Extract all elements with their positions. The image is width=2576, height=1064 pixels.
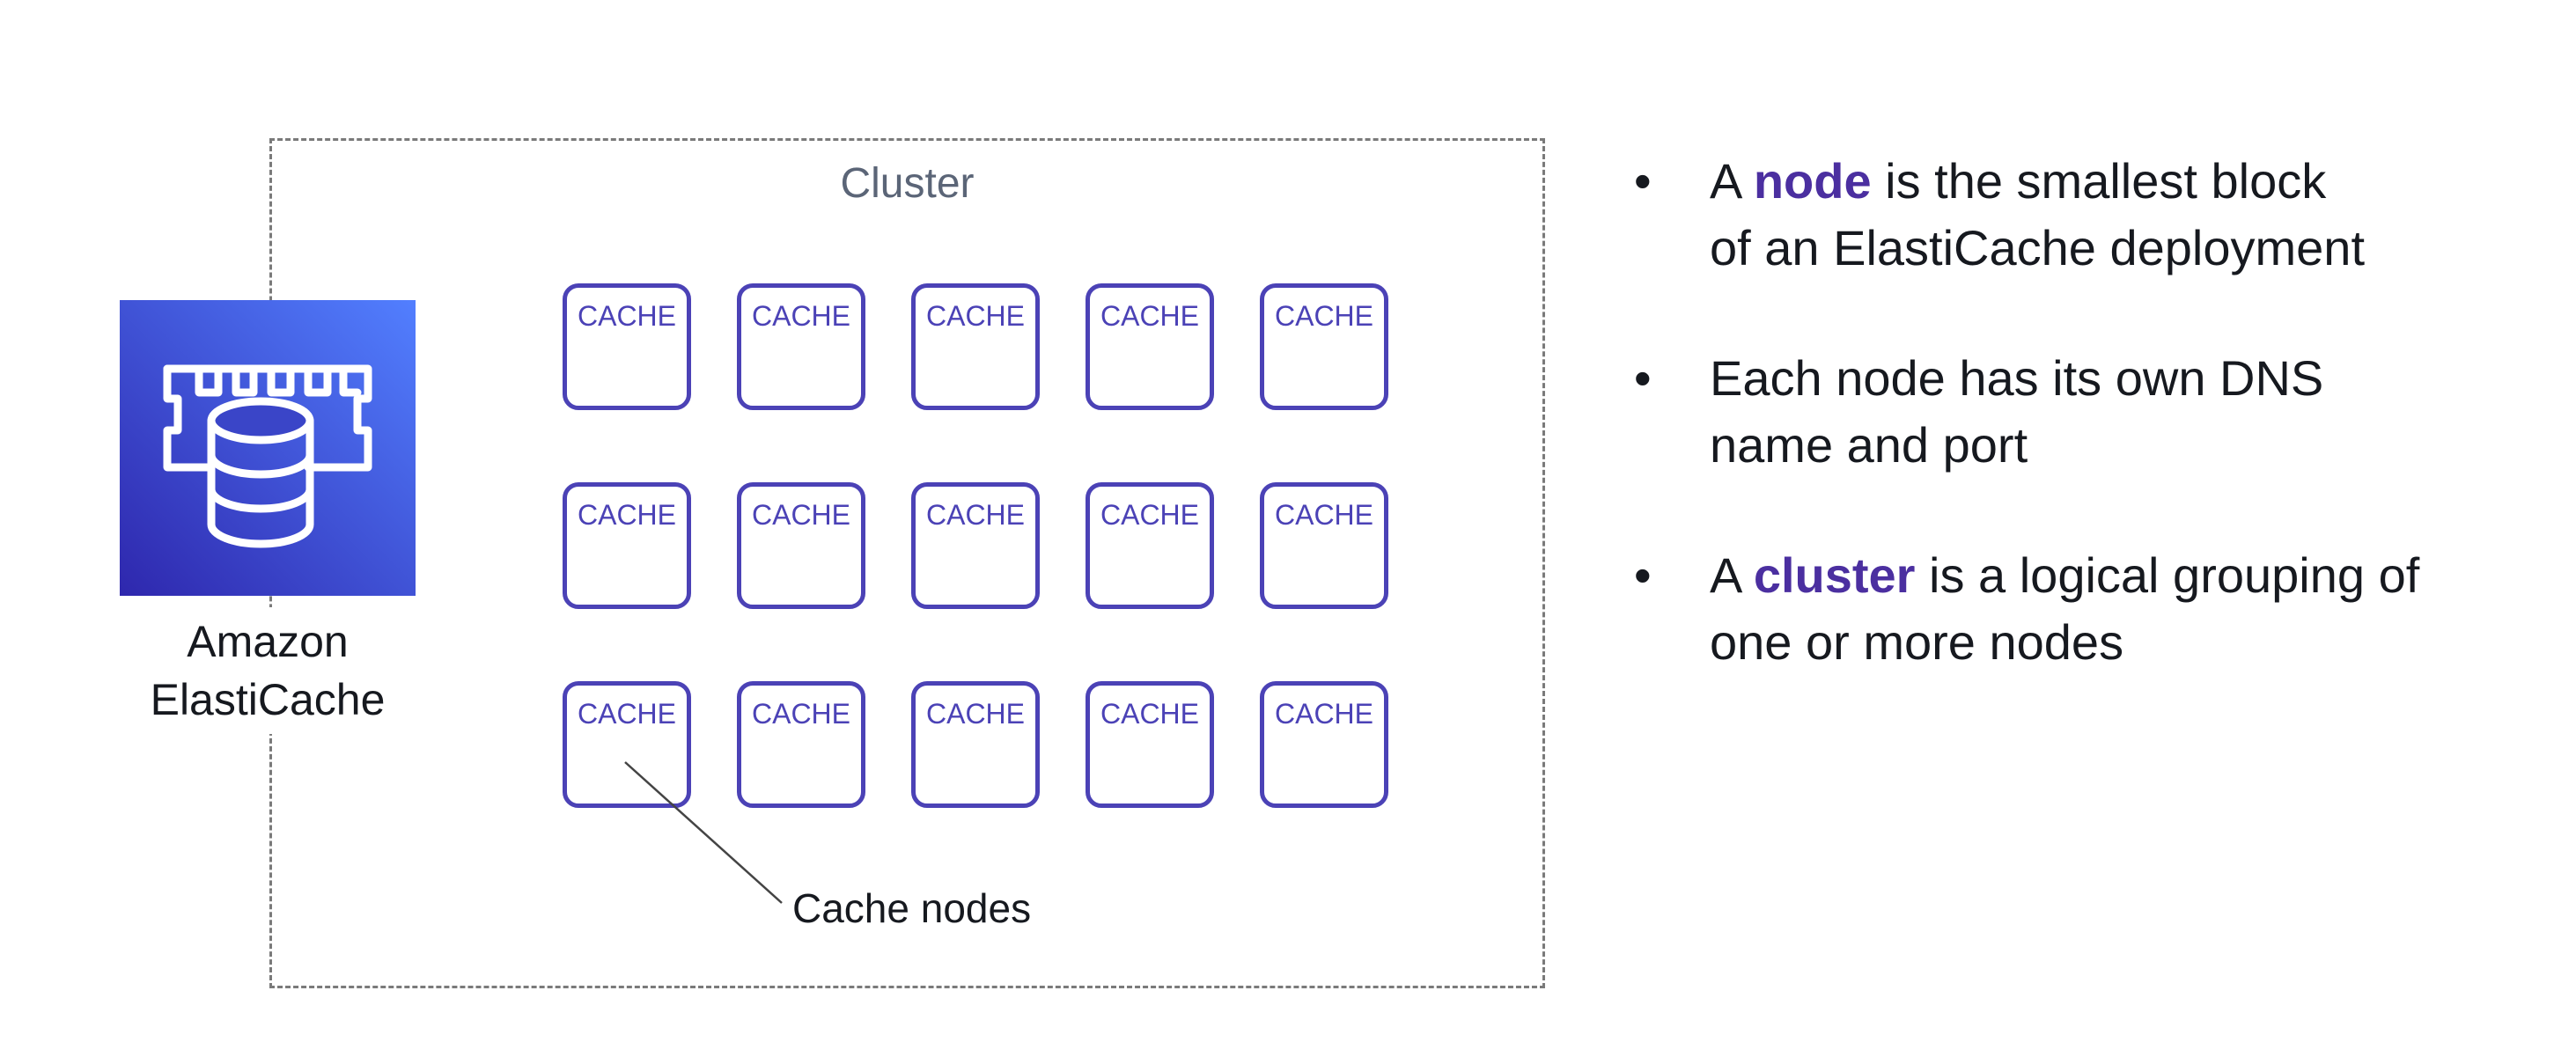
cache-node-label: CACHE xyxy=(751,499,850,531)
bullet-dns: • Each node has its own DNS name and por… xyxy=(1629,345,2562,479)
cluster-title: Cluster xyxy=(840,160,975,207)
cache-node: CACHE xyxy=(563,482,691,609)
bullet-line: one or more nodes xyxy=(1710,614,2124,670)
highlight-term-node: node xyxy=(1753,153,1872,209)
bullet-line: A node is the smallest block xyxy=(1710,148,2562,215)
cache-node-label: CACHE xyxy=(1100,300,1199,332)
cache-node: CACHE xyxy=(1260,283,1388,410)
cache-node-label: CACHE xyxy=(925,499,1025,531)
elasticache-icon xyxy=(120,300,416,596)
cache-node: CACHE xyxy=(1260,482,1388,609)
bullet-text: A xyxy=(1710,547,1754,603)
cache-node-label: CACHE xyxy=(1100,698,1199,730)
cache-node-label: CACHE xyxy=(1100,499,1199,531)
bullet-dot: • xyxy=(1634,350,1652,406)
bullet-list: • A node is the smallest block of an Ela… xyxy=(1629,148,2562,739)
cache-node: CACHE xyxy=(911,681,1040,808)
bullet-line: name and port xyxy=(1710,417,2028,473)
cache-node: CACHE xyxy=(1086,482,1214,609)
cache-node-label: CACHE xyxy=(751,300,850,332)
cache-node: CACHE xyxy=(563,681,691,808)
cache-node-label: CACHE xyxy=(925,698,1025,730)
cache-node-label: CACHE xyxy=(577,300,676,332)
cache-node-label: CACHE xyxy=(925,300,1025,332)
cache-node: CACHE xyxy=(911,482,1040,609)
bullet-text: is the smallest block xyxy=(1871,153,2327,209)
bullet-text: A xyxy=(1710,153,1754,209)
cache-node-label: CACHE xyxy=(577,499,676,531)
cache-node-label: CACHE xyxy=(577,698,676,730)
cache-node: CACHE xyxy=(911,283,1040,410)
cache-node: CACHE xyxy=(737,681,865,808)
cache-node-label: CACHE xyxy=(751,698,850,730)
bullet-line: of an ElastiCache deployment xyxy=(1710,220,2365,275)
highlight-term-cluster: cluster xyxy=(1753,547,1916,603)
bullet-node: • A node is the smallest block of an Ela… xyxy=(1629,148,2562,282)
callout-label: Cache nodes xyxy=(792,885,1032,931)
bullet-text: is a logical grouping of xyxy=(1915,547,2420,603)
bullet-line: Each node has its own DNS xyxy=(1710,350,2324,406)
cache-node: CACHE xyxy=(1086,283,1214,410)
cache-node: CACHE xyxy=(563,283,691,410)
service-label-line1: Amazon xyxy=(187,617,349,666)
cache-node: CACHE xyxy=(1086,681,1214,808)
service-label: Amazon ElastiCache xyxy=(106,607,430,734)
bullet-cluster: • A cluster is a logical grouping of one… xyxy=(1629,542,2562,676)
service-label-line2: ElastiCache xyxy=(150,675,386,724)
cache-node: CACHE xyxy=(1260,681,1388,808)
cache-node: CACHE xyxy=(737,482,865,609)
cache-node: CACHE xyxy=(737,283,865,410)
bullet-line: A cluster is a logical grouping of xyxy=(1710,542,2562,609)
cache-node-label: CACHE xyxy=(1274,698,1373,730)
bullet-dot: • xyxy=(1634,153,1652,209)
cache-node-label: CACHE xyxy=(1274,300,1373,332)
cache-node-label: CACHE xyxy=(1274,499,1373,531)
bullet-dot: • xyxy=(1634,547,1652,603)
